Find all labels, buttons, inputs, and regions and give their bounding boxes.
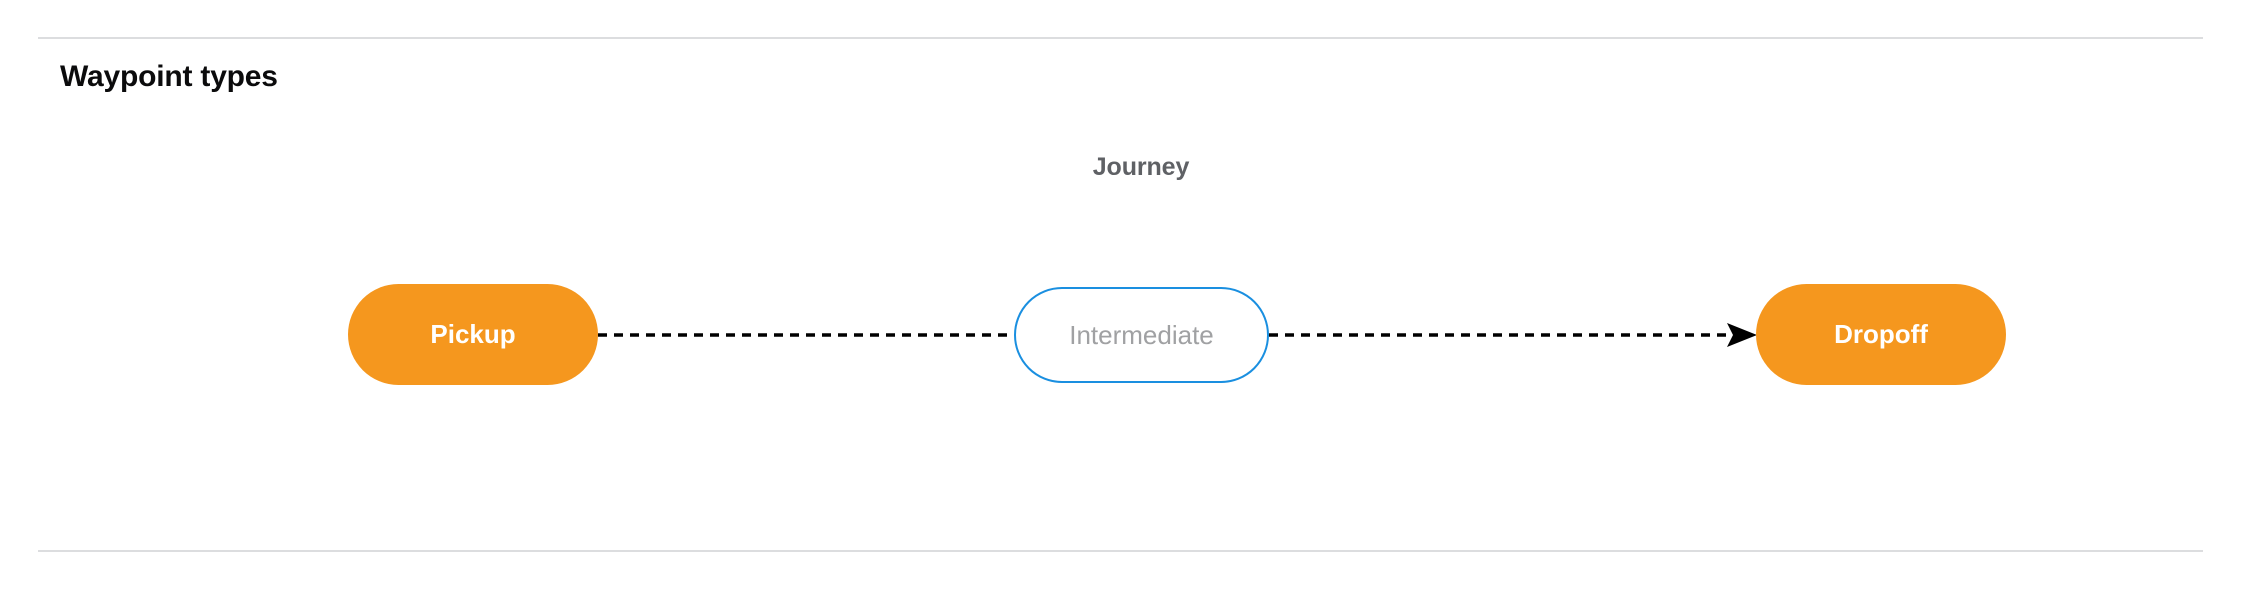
- page-title: Waypoint types: [60, 60, 278, 93]
- divider-bottom: [38, 550, 2203, 552]
- node-dropoff-label: Dropoff: [1834, 319, 1928, 349]
- node-dropoff[interactable]: Dropoff: [1756, 284, 2006, 385]
- node-pickup[interactable]: Pickup: [348, 284, 598, 385]
- divider-top: [38, 37, 2203, 39]
- arrowhead-icon: [1727, 323, 1757, 347]
- journey-group-label: Journey: [1092, 153, 1190, 181]
- node-pickup-label: Pickup: [430, 319, 516, 349]
- node-intermediate[interactable]: Intermediate: [1014, 287, 1269, 383]
- node-intermediate-label: Intermediate: [1069, 319, 1214, 350]
